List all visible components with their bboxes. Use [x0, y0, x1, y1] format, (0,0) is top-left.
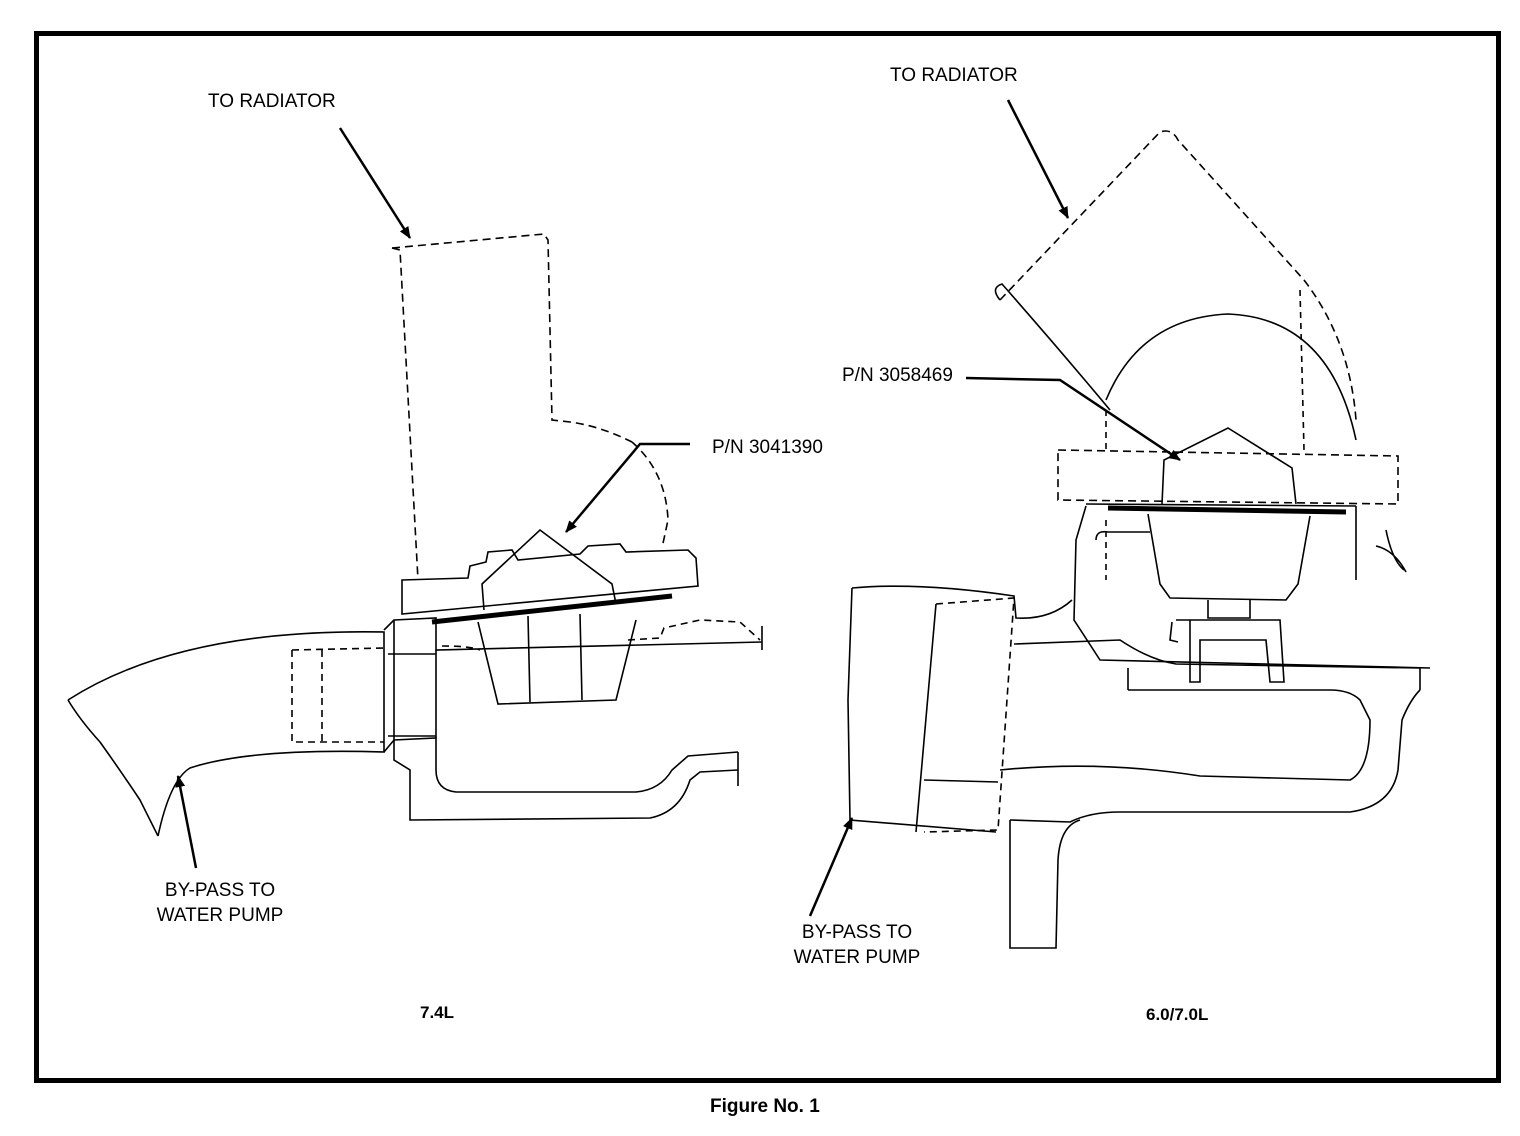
right-part-number-label: P/N 3058469: [842, 365, 953, 386]
left-bypass-line2: WATER PUMP: [156, 905, 284, 926]
left-part-number-label: P/N 3041390: [712, 437, 823, 458]
right-bypass-line2: WATER PUMP: [793, 947, 921, 968]
right-arrows: [808, 99, 1181, 917]
right-engine-label: 6.0/7.0L: [1146, 1005, 1209, 1024]
right-bypass-label: BY-PASS TO WATER PUMP: [784, 920, 930, 970]
right-bypass-line1: BY-PASS TO: [801, 922, 913, 943]
figure-caption: Figure No. 1: [710, 1096, 820, 1117]
figure-frame: [34, 31, 1501, 1083]
left-bypass-label: BY-PASS TO WATER PUMP: [150, 878, 290, 928]
right-to-radiator-label: TO RADIATOR: [890, 65, 1018, 86]
left-engine-label: 7.4L: [420, 1003, 455, 1022]
left-housing-drawing: [67, 233, 763, 837]
right-housing-drawing: [847, 130, 1431, 949]
left-to-radiator-label: TO RADIATOR: [208, 91, 336, 112]
left-bypass-line1: BY-PASS TO: [164, 880, 276, 901]
left-arrows: [175, 127, 690, 869]
